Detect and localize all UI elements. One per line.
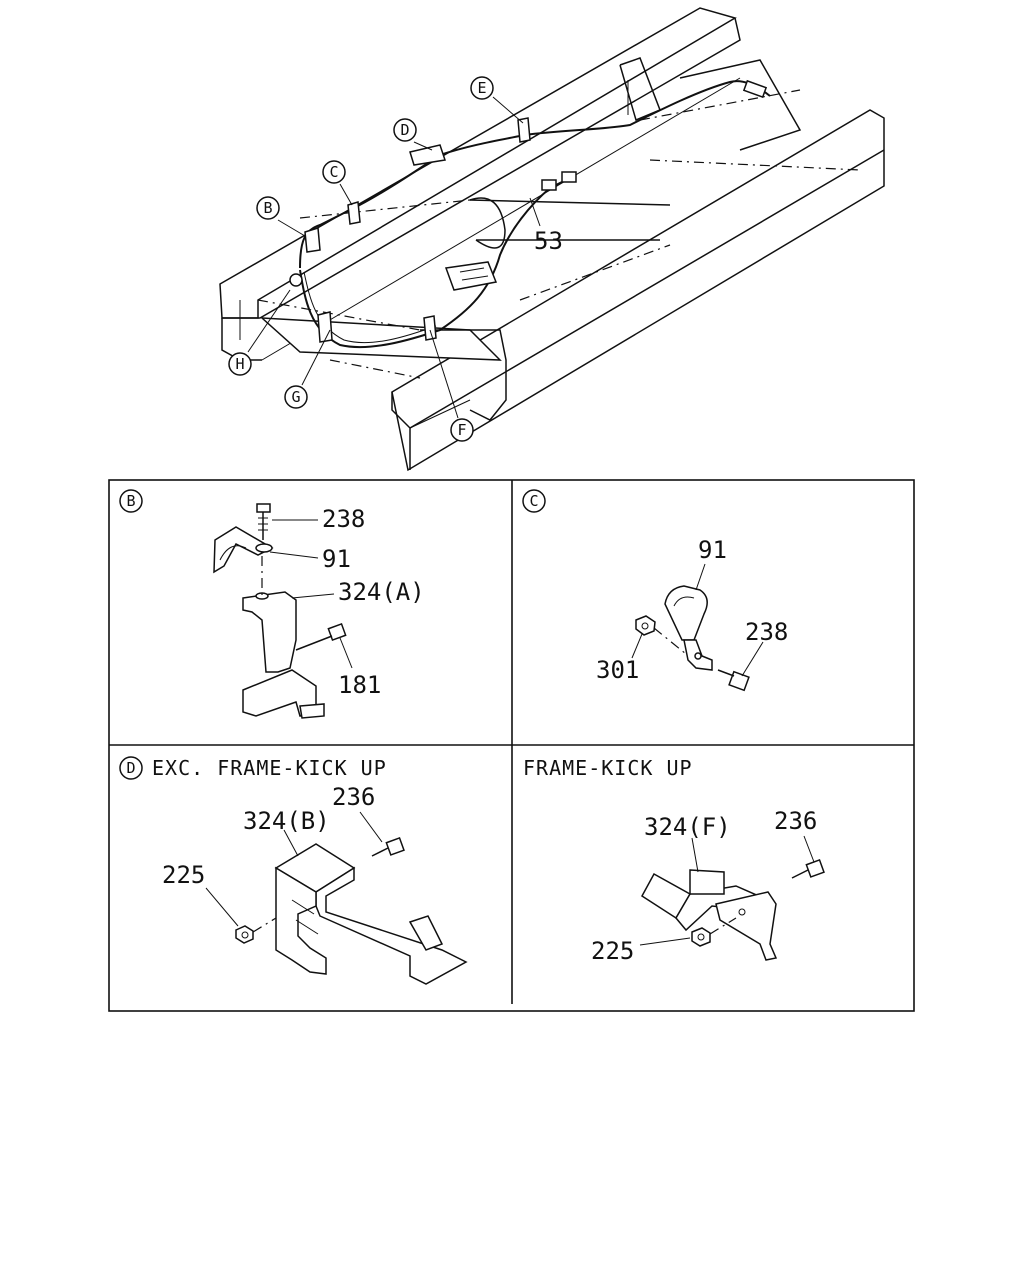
callout-h-label: H [235,355,244,373]
panel-c: C 91 238 301 [522,489,788,692]
panel-b-marker: B [126,492,135,510]
callout-d-label: D [400,121,409,139]
overview-leaders [247,96,541,419]
callout-f-label: F [457,421,466,439]
chassis-frame-illustration [219,7,885,472]
panel-kick-part-225: 225 [591,937,634,965]
panel-frame-kick-up: FRAME-KICK UP 324(F) 236 225 [523,756,825,965]
panel-c-part-301: 301 [596,656,639,684]
detail-panels-frame [108,479,915,1012]
panel-c-part-91: 91 [698,536,727,564]
callout-e-label: E [477,79,486,97]
panel-b: B 238 91 324(A) 181 [119,489,425,719]
panel-b-part-238: 238 [322,505,365,533]
panel-d-part-324b: 324(B) [243,807,330,835]
callout-f: F [450,418,474,442]
panel-d-part-225: 225 [162,861,205,889]
panel-d: D EXC. FRAME-KICK UP 236 324(B) 225 [119,756,468,985]
panel-b-part-324a: 324(A) [338,578,425,606]
callout-c-label: C [329,163,338,181]
callout-b-label: B [263,199,272,217]
panel-b-part-91: 91 [322,545,351,573]
panel-d-heading: EXC. FRAME-KICK UP [152,756,387,780]
callout-c: C [322,160,346,184]
panel-c-part-238: 238 [745,618,788,646]
panel-kick-part-236: 236 [774,807,817,835]
cable-brackets [289,79,768,343]
panel-d-part-236: 236 [332,783,375,811]
panel-c-marker: C [529,492,538,510]
callout-h: H [228,352,252,376]
panel-kick-part-324f: 324(F) [644,813,731,841]
callout-e: E [470,76,494,100]
callout-d: D [393,118,417,142]
panel-d-marker: D [126,759,135,777]
part-53-label: 53 [534,227,563,255]
callout-g: G [284,385,308,409]
callout-b: B [256,196,280,220]
callout-g-label: G [291,388,300,406]
panel-b-part-181: 181 [338,671,381,699]
panel-kick-heading: FRAME-KICK UP [523,756,693,780]
